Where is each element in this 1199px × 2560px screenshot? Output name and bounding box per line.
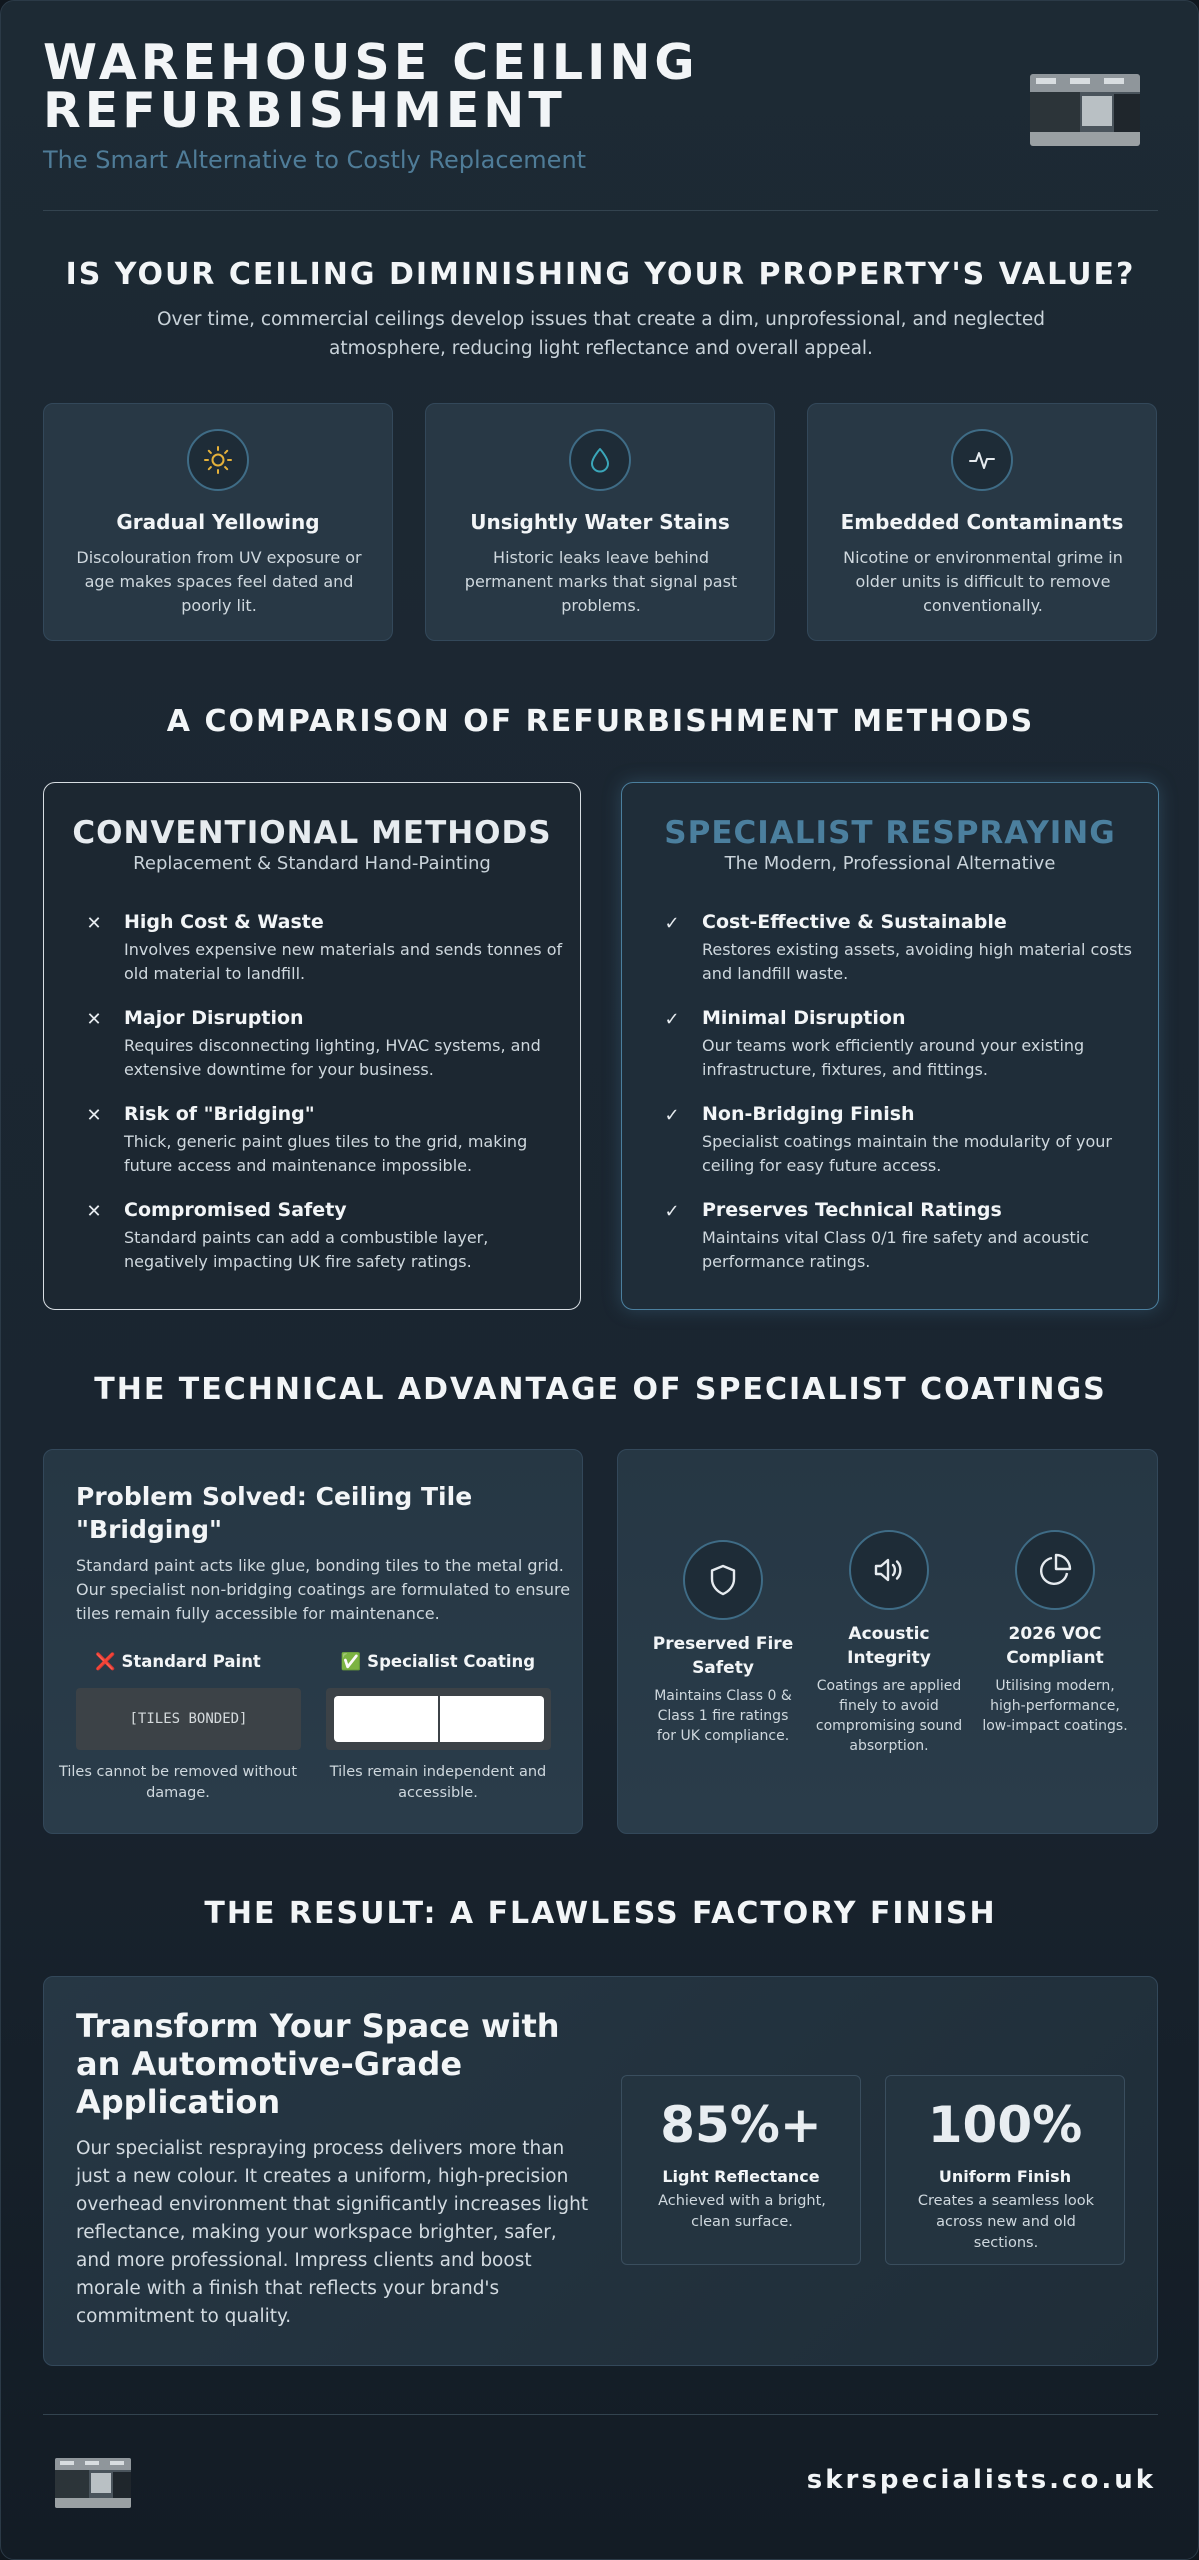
problem-card-yellowing: Gradual Yellowing Discolouration from UV…	[43, 403, 393, 641]
list-item-title: Major Disruption	[124, 1007, 304, 1029]
list-item-desc: Thick, generic paint glues tiles to the …	[124, 1132, 528, 1175]
comparison-section-title: A COMPARISON OF REFURBISHMENT METHODS	[166, 704, 1035, 739]
check-icon: ✓	[664, 913, 680, 934]
sun-icon	[187, 429, 249, 491]
problem-card-desc: Historic leaks leave behind permanent ma…	[464, 548, 738, 615]
specialist-title: SPECIALIST RESPRAYING	[664, 815, 1116, 851]
problem-card-title: Embedded Contaminants	[840, 510, 1124, 534]
problem-card-title: Unsightly Water Stains	[470, 510, 730, 534]
standard-paint-label: ❌ Standard Paint	[95, 1652, 261, 1671]
feature-fire-safety: Preserved Fire Safety Maintains Class 0 …	[648, 1540, 798, 1746]
technical-section-title: THE TECHNICAL ADVANTAGE OF SPECIALIST CO…	[94, 1372, 1107, 1407]
list-item-desc: Involves expensive new materials and sen…	[124, 940, 563, 983]
feature-title: Acoustic Integrity	[847, 1624, 931, 1668]
pie-chart-icon	[1015, 1530, 1095, 1610]
result-title: Transform Your Space with an Automotive-…	[76, 2007, 560, 2121]
website-link[interactable]: skrspecialists.co.uk	[806, 2465, 1156, 2495]
problem-intro: Over time, commercial ceilings develop i…	[156, 309, 1046, 359]
stat-desc: Achieved with a bright, clean surface.	[658, 2193, 826, 2230]
list-item-title: Minimal Disruption	[702, 1007, 906, 1029]
problem-section-title: IS YOUR CEILING DIMINISHING YOUR PROPERT…	[65, 257, 1136, 292]
footer-divider	[43, 2414, 1158, 2415]
feature-desc: Coatings are applied finely to avoid com…	[815, 1678, 963, 1754]
bridging-desc: Standard paint acts like glue, bonding t…	[76, 1556, 571, 1623]
list-item-desc: Maintains vital Class 0/1 fire safety an…	[702, 1228, 1090, 1271]
list-item-desc: Standard paints can add a combustible la…	[124, 1228, 489, 1271]
list-item-title: Cost-Effective & Sustainable	[702, 911, 1007, 933]
coating-features-panel: Preserved Fire Safety Maintains Class 0 …	[617, 1449, 1158, 1834]
cross-icon: ✕	[86, 1009, 102, 1030]
specialist-respraying-panel: SPECIALIST RESPRAYING The Modern, Profes…	[621, 782, 1159, 1310]
list-item-desc: Requires disconnecting lighting, HVAC sy…	[124, 1036, 541, 1079]
problem-card-desc: Nicotine or environmental grime in older…	[843, 548, 1123, 615]
speaker-icon	[849, 1530, 929, 1610]
conventional-methods-panel: CONVENTIONAL METHODS Replacement & Stand…	[43, 782, 581, 1310]
list-item-desc: Specialist coatings maintain the modular…	[702, 1132, 1112, 1175]
check-icon: ✓	[664, 1201, 680, 1222]
feature-acoustic: Acoustic Integrity Coatings are applied …	[814, 1530, 964, 1756]
problem-card-title: Gradual Yellowing	[116, 510, 320, 534]
bridging-panel: Problem Solved: Ceiling Tile "Bridging" …	[43, 1449, 583, 1834]
stat-value: 100%	[927, 2096, 1083, 2154]
problem-card-desc: Discolouration from UV exposure or age m…	[76, 548, 362, 615]
water-drop-icon	[569, 429, 631, 491]
feature-desc: Utilising modern, high-performance, low-…	[982, 1678, 1128, 1734]
page-title: WAREHOUSE CEILING REFURBISHMENT	[43, 34, 699, 139]
bridging-title: Problem Solved: Ceiling Tile "Bridging"	[76, 1482, 473, 1544]
check-icon: ✓	[664, 1105, 680, 1126]
conventional-title: CONVENTIONAL METHODS	[72, 815, 552, 851]
result-section-title: THE RESULT: A FLAWLESS FACTORY FINISH	[204, 1896, 997, 1931]
list-item-title: Non-Bridging Finish	[702, 1103, 915, 1125]
list-item-title: High Cost & Waste	[124, 911, 324, 933]
cross-icon: ✕	[86, 913, 102, 934]
stat-label: Light Reflectance	[662, 2167, 820, 2186]
conventional-subtitle: Replacement & Standard Hand-Painting	[133, 853, 491, 874]
stat-desc: Creates a seamless look across new and o…	[917, 2193, 1095, 2251]
list-item-title: Risk of "Bridging"	[124, 1103, 315, 1125]
standard-paint-caption: Tiles cannot be removed without damage.	[58, 1764, 298, 1801]
stat-uniform-finish: 100% Uniform Finish Creates a seamless l…	[885, 2075, 1125, 2265]
warehouse-photo-thumbnail	[1030, 74, 1140, 146]
result-desc: Our specialist respraying process delive…	[76, 2138, 589, 2327]
feature-title: 2026 VOC Compliant	[1006, 1624, 1104, 1668]
list-item-title: Compromised Safety	[124, 1199, 347, 1221]
tiles-bonded-demo: [TILES BONDED]	[76, 1688, 301, 1750]
shield-icon	[683, 1540, 763, 1620]
feature-title: Preserved Fire Safety	[652, 1634, 794, 1678]
list-item-desc: Restores existing assets, avoiding high …	[702, 940, 1133, 983]
list-item-desc: Our teams work efficiently around your e…	[702, 1036, 1085, 1079]
feature-voc-compliant: 2026 VOC Compliant Utilising modern, hig…	[980, 1530, 1130, 1736]
footer-photo-thumbnail	[55, 2458, 131, 2508]
page-subtitle: The Smart Alternative to Costly Replacem…	[43, 146, 587, 174]
specialist-coating-caption: Tiles remain independent and accessible.	[329, 1764, 547, 1801]
specialist-subtitle: The Modern, Professional Alternative	[724, 853, 1056, 874]
feature-desc: Maintains Class 0 & Class 1 fire ratings…	[654, 1688, 792, 1744]
specialist-coating-label: ✅ Specialist Coating	[340, 1652, 536, 1671]
check-icon: ✓	[664, 1009, 680, 1030]
stat-light-reflectance: 85%+ Light Reflectance Achieved with a b…	[621, 2075, 861, 2265]
cross-icon: ✕	[86, 1201, 102, 1222]
cross-icon: ✕	[86, 1105, 102, 1126]
header-divider	[43, 210, 1158, 211]
problem-card-water-stains: Unsightly Water Stains Historic leaks le…	[425, 403, 775, 641]
result-panel: Transform Your Space with an Automotive-…	[43, 1976, 1158, 2366]
pulse-icon	[951, 429, 1013, 491]
problem-card-contaminants: Embedded Contaminants Nicotine or enviro…	[807, 403, 1157, 641]
tiles-independent-demo	[326, 1688, 551, 1750]
stat-label: Uniform Finish	[938, 2167, 1072, 2186]
list-item-title: Preserves Technical Ratings	[702, 1199, 1002, 1221]
stat-value: 85%+	[660, 2096, 822, 2154]
